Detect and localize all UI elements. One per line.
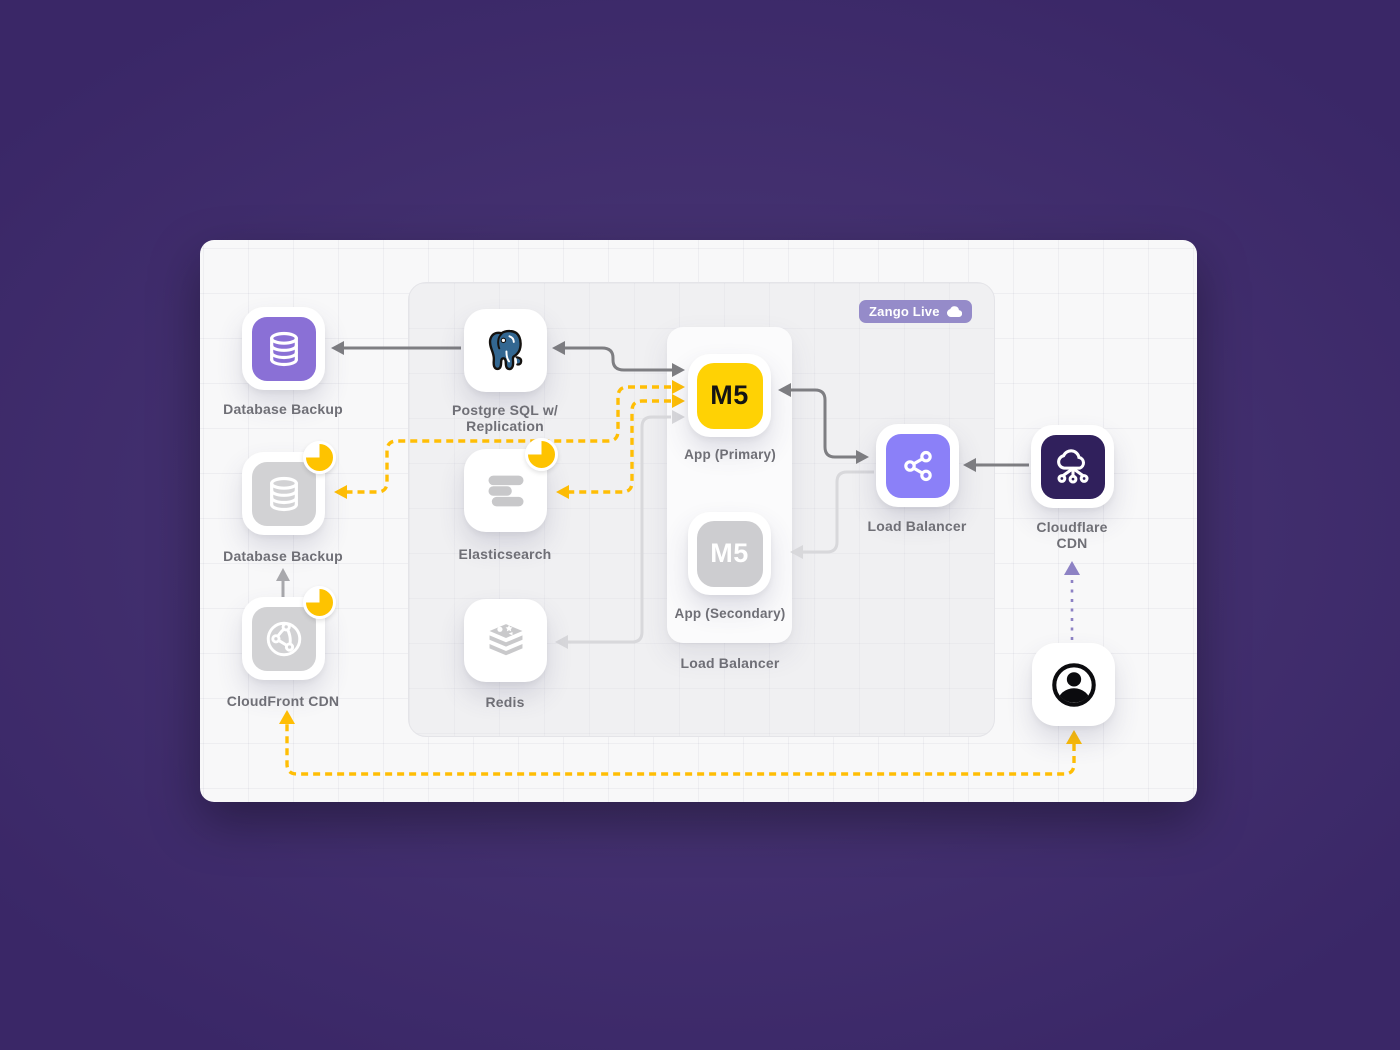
node-label: Elasticsearch — [458, 546, 552, 562]
node-label: App (Secondary) — [674, 606, 786, 621]
node-load-balancer[interactable] — [876, 424, 959, 507]
node-db-backup-mid[interactable] — [242, 441, 336, 535]
node-postgres[interactable] — [464, 309, 547, 392]
node-cloudflare[interactable] — [1031, 425, 1114, 508]
node-redis[interactable] — [464, 599, 547, 682]
node-cloudfront[interactable] — [242, 586, 336, 680]
sync-pie-badge-icon — [525, 438, 558, 471]
cloud-icon — [946, 305, 962, 317]
node-label: CloudFront CDN — [226, 693, 340, 709]
node-app-secondary[interactable]: M5 — [688, 512, 771, 595]
node-elasticsearch[interactable] — [464, 438, 558, 532]
sync-pie-badge-icon — [303, 586, 336, 619]
status-chip: Zango Live — [859, 300, 972, 323]
m5-secondary-icon: M5 — [696, 520, 763, 587]
redis-icon — [474, 609, 538, 673]
share-icon — [885, 433, 950, 498]
node-label: Database Backup — [223, 401, 343, 417]
sync-pie-badge-icon — [303, 441, 336, 474]
database-icon — [251, 316, 316, 381]
cloud-network-icon — [1040, 434, 1105, 499]
node-label: Redis — [485, 694, 525, 710]
elasticsearch-icon — [474, 459, 538, 523]
node-user[interactable] — [1032, 643, 1115, 726]
node-label: App (Primary) — [684, 447, 776, 462]
database-icon — [251, 461, 316, 526]
globe-network-icon — [251, 606, 316, 671]
user-icon — [1042, 653, 1106, 717]
node-app-primary[interactable]: M5 — [688, 354, 771, 437]
node-label: Database Backup — [223, 548, 343, 564]
m5-primary-icon: M5 — [696, 362, 763, 429]
node-db-backup-top[interactable] — [242, 307, 325, 390]
load-balancer-group-label: Load Balancer — [680, 655, 780, 671]
node-label: Postgre SQL w/ Replication — [451, 402, 559, 434]
node-label: Load Balancer — [867, 518, 967, 534]
status-chip-label: Zango Live — [869, 304, 940, 319]
node-label: Cloudflare CDN — [1036, 519, 1108, 551]
postgresql-icon — [474, 319, 538, 383]
